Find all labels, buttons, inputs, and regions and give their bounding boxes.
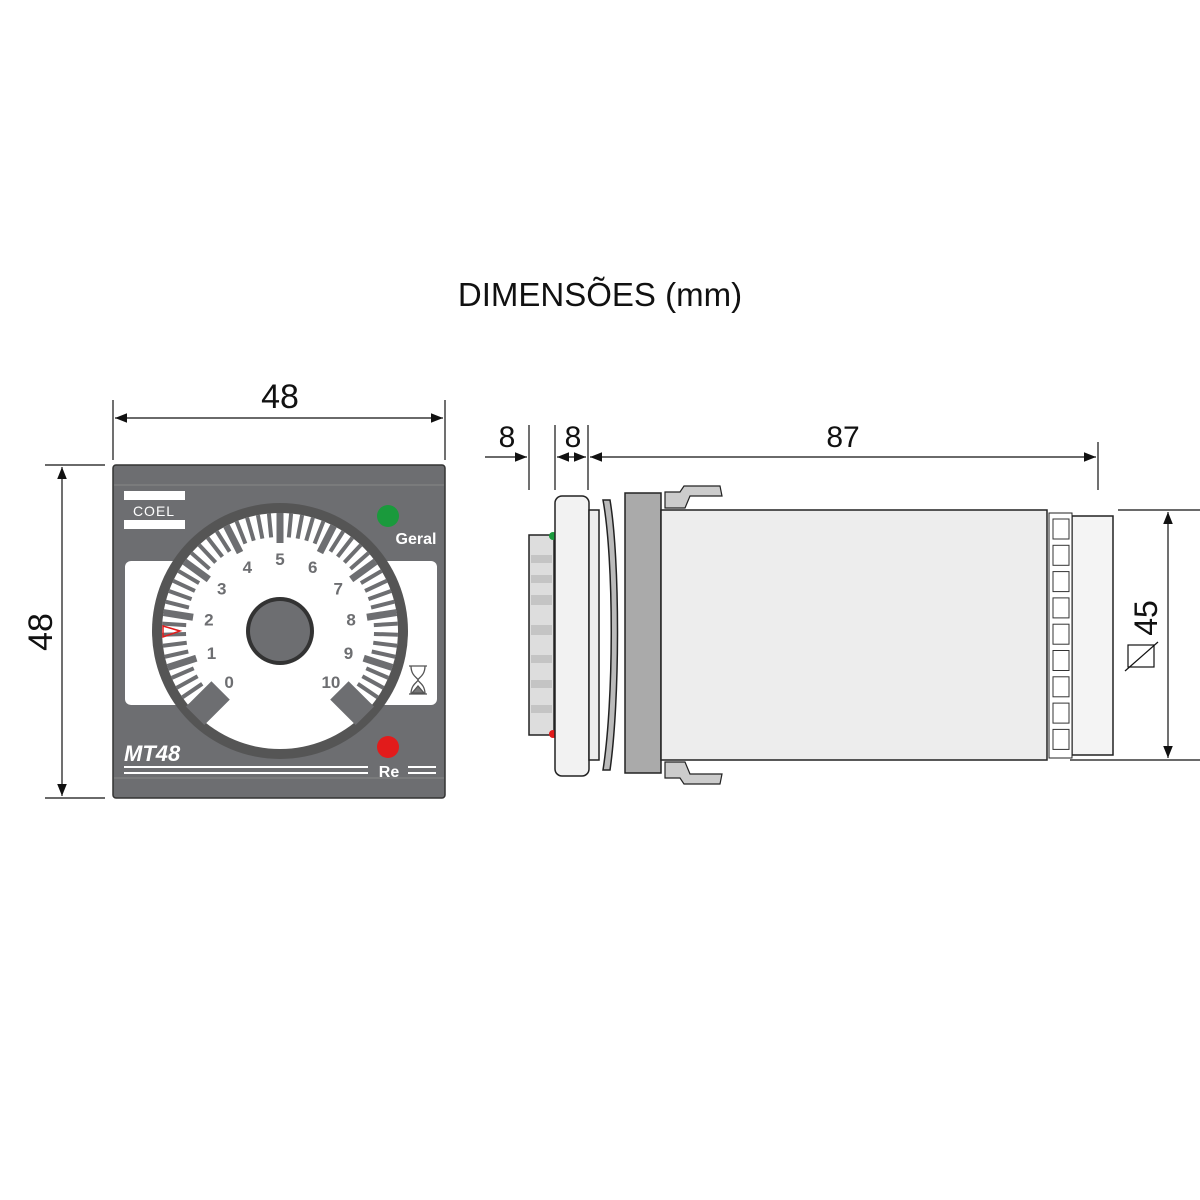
terminal-block	[1052, 676, 1070, 698]
dial-number: 2	[204, 611, 213, 630]
dial-tick	[373, 640, 398, 648]
dial-tick	[164, 649, 189, 659]
dial-tick	[172, 578, 196, 593]
front-width-label: 48	[261, 378, 299, 416]
bezel-depth-label: 8	[565, 421, 582, 454]
dial-tick	[215, 530, 232, 553]
dial-tick	[362, 654, 394, 671]
dial-number: 1	[207, 644, 216, 663]
dial-number: 0	[224, 673, 233, 692]
dial-tick	[356, 682, 379, 699]
brand-logo: COEL	[133, 503, 175, 519]
dial-tick	[366, 609, 398, 621]
dial-tick	[162, 621, 187, 628]
led-re	[377, 736, 399, 758]
dial-tick	[328, 530, 345, 553]
dial-tick	[364, 578, 388, 593]
dial-tick	[359, 569, 383, 585]
terminal-block	[1052, 623, 1070, 645]
dial-end-stop	[185, 681, 230, 726]
dial-number: 6	[308, 558, 317, 577]
dial-tick	[373, 621, 398, 628]
hourglass-icon	[409, 665, 427, 695]
led-geral	[377, 505, 399, 527]
dial-tick	[175, 674, 199, 690]
terminal-blocks	[1052, 518, 1070, 750]
knob-depth-label: 8	[499, 421, 516, 454]
dial-tick	[234, 520, 248, 545]
terminal-block	[1052, 650, 1070, 671]
dial-end-stop	[330, 681, 375, 726]
dial-tick	[316, 524, 337, 555]
mounting-spring	[602, 499, 619, 771]
relay-body	[660, 509, 1048, 761]
dial-tick	[223, 524, 244, 555]
terminal-block	[1052, 702, 1070, 724]
dial-tick	[295, 514, 305, 540]
dial-tick	[349, 551, 370, 571]
dial-tick	[162, 609, 194, 621]
dial-tick	[304, 517, 315, 542]
dial-tick	[370, 599, 395, 610]
front-panel: COEL Geral Re MT48 01 234 5 678 910	[112, 464, 446, 799]
dial-tick	[166, 654, 198, 671]
side-view	[528, 485, 1114, 785]
terminal-block	[1052, 518, 1070, 540]
dial-tick	[349, 558, 378, 583]
dial-number: 5	[275, 550, 284, 569]
bezel-side	[554, 495, 590, 777]
dial-tick	[197, 543, 218, 564]
dial-tick	[255, 514, 265, 540]
body-length-label: 87	[826, 421, 859, 454]
front-width-dimension	[112, 400, 446, 460]
dial-tick	[266, 513, 274, 538]
terminal-block	[1052, 728, 1070, 750]
dial-number: 10	[321, 673, 340, 692]
body-square-label: 45	[1128, 600, 1164, 636]
terminal-block	[1052, 544, 1070, 566]
dial-scale-ticks	[161, 513, 399, 726]
dial-tick	[190, 551, 211, 571]
front-height-label: 48	[22, 613, 60, 651]
model-label: MT48	[124, 741, 181, 766]
dial-tick	[170, 666, 195, 680]
pointer-marker-icon	[162, 624, 183, 639]
terminal-block	[1052, 597, 1070, 619]
led-geral-label: Geral	[396, 531, 437, 548]
mounting-clamp	[624, 492, 662, 774]
dial-number: 8	[346, 611, 355, 630]
dial-tick	[361, 674, 385, 690]
dial-number: 4	[243, 558, 253, 577]
logo-bar-bottom	[124, 520, 185, 529]
dial-tick	[367, 589, 392, 602]
dial-tick	[365, 666, 390, 680]
dial-tick	[206, 536, 224, 558]
dial-tick	[286, 513, 294, 538]
dial-tick	[162, 640, 187, 648]
dial-tick	[177, 569, 201, 585]
dial-number: 7	[334, 580, 343, 599]
front-height-dimension	[45, 464, 105, 799]
drawing-title: DIMENSÕES (mm)	[458, 276, 742, 313]
dial-tick	[336, 536, 354, 558]
dial-tick	[182, 558, 211, 583]
dial-tick	[312, 520, 326, 545]
dial-tick	[165, 599, 190, 610]
terminal-block	[1052, 571, 1070, 593]
dial-number: 3	[217, 580, 226, 599]
led-re-label: Re	[379, 764, 400, 781]
dial-tick	[245, 517, 256, 542]
logo-bar-top	[124, 491, 185, 500]
square-diagonal-icon	[1124, 641, 1159, 672]
dial-tick	[181, 682, 204, 699]
rear-cover	[1071, 515, 1114, 756]
dial-tick	[373, 631, 399, 637]
dial-number: 9	[344, 644, 353, 663]
dial-tick	[342, 543, 363, 564]
dial-tick	[168, 589, 193, 602]
side-dimensions	[485, 425, 1200, 761]
dial-tick	[371, 649, 396, 659]
dial-tick	[161, 631, 187, 637]
